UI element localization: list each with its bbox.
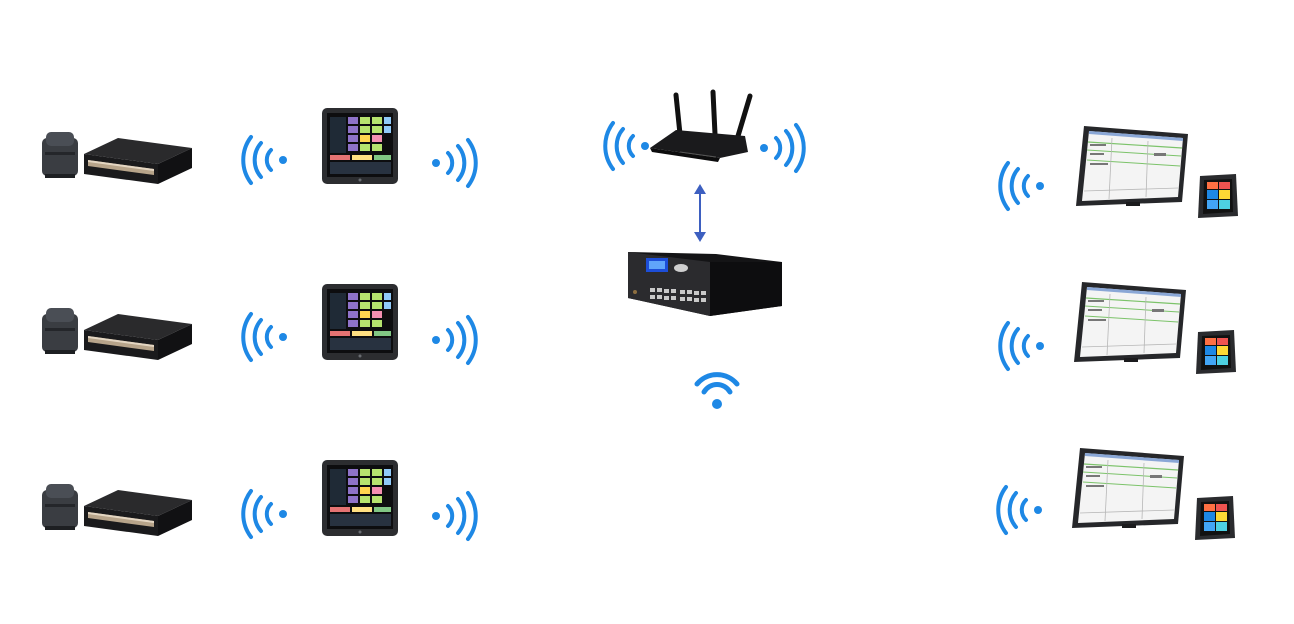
kitchen-display-icon bbox=[1073, 281, 1187, 363]
pos-station-1 bbox=[42, 108, 478, 188]
bidirectional-arrow-icon bbox=[694, 184, 706, 242]
pos-tablet-icon bbox=[322, 108, 398, 184]
wifi-signal-icon bbox=[758, 123, 806, 173]
rack-server-switch-icon bbox=[628, 252, 782, 316]
cash-drawer-icon bbox=[84, 314, 192, 360]
wifi-signal-icon bbox=[998, 161, 1046, 211]
receipt-printer-icon bbox=[42, 484, 78, 530]
wifi-icon bbox=[694, 372, 740, 409]
wifi-signal-icon bbox=[430, 315, 478, 365]
wifi-signal-icon bbox=[241, 489, 289, 539]
wifi-signal-icon bbox=[241, 312, 289, 362]
wireless-router-icon bbox=[650, 89, 753, 162]
kitchen-station-3 bbox=[996, 447, 1235, 540]
wifi-signal-icon bbox=[996, 485, 1044, 535]
pos-station-2 bbox=[42, 284, 478, 365]
kitchen-display-icon bbox=[1075, 125, 1189, 207]
kitchen-station-1 bbox=[998, 125, 1238, 218]
pos-tablet-icon bbox=[322, 460, 398, 536]
kitchen-display-icon bbox=[1071, 447, 1185, 529]
kitchen-station-2 bbox=[998, 281, 1236, 374]
cash-drawer-icon bbox=[84, 138, 192, 184]
pos-station-3 bbox=[42, 460, 478, 541]
wifi-signal-icon bbox=[603, 121, 651, 171]
bump-bar-icon bbox=[1198, 174, 1238, 218]
cash-drawer-icon bbox=[84, 490, 192, 536]
wifi-signal-icon bbox=[998, 321, 1046, 371]
receipt-printer-icon bbox=[42, 308, 78, 354]
receipt-printer-icon bbox=[42, 132, 78, 178]
wifi-signal-icon bbox=[241, 135, 289, 185]
pos-tablet-icon bbox=[322, 284, 398, 360]
bump-bar-icon bbox=[1196, 330, 1236, 374]
bump-bar-icon bbox=[1195, 496, 1235, 540]
wifi-signal-icon bbox=[430, 491, 478, 541]
network-core bbox=[603, 89, 806, 409]
wifi-signal-icon bbox=[430, 138, 478, 188]
